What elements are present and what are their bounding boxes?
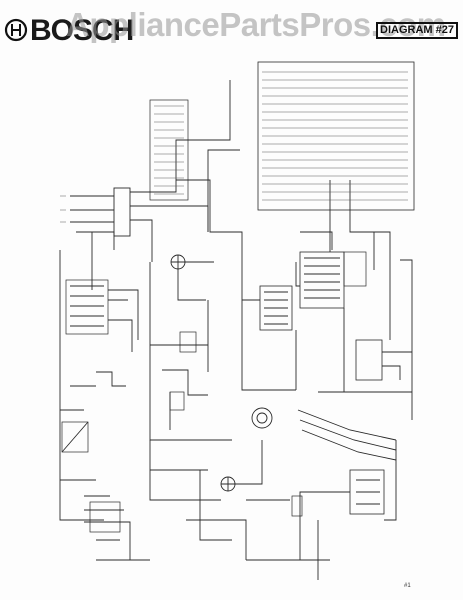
wire-color-table	[149, 99, 189, 201]
supply-wires	[70, 195, 114, 223]
right-module	[343, 251, 367, 287]
legend-box	[257, 61, 415, 211]
watermark-text: AppliancePartsPros.com	[66, 6, 446, 43]
page-number: #1	[404, 583, 411, 589]
timer-block	[169, 391, 185, 411]
lower-left-relay	[89, 501, 121, 533]
terminal-block	[113, 187, 131, 237]
main-module	[299, 251, 345, 309]
right-relay	[355, 339, 383, 381]
lower-harness	[297, 409, 397, 461]
switch-bank	[65, 279, 109, 335]
pressure-switch	[291, 495, 303, 517]
center-bus	[149, 262, 232, 441]
door-switch	[61, 421, 89, 453]
diagram-number-label: DIAGRAM #27	[376, 22, 458, 39]
heater-element	[251, 407, 273, 429]
bosch-logo-icon	[4, 18, 28, 42]
control-board	[259, 285, 293, 331]
center-relay	[179, 331, 197, 353]
brand-title: BOSCH	[30, 14, 134, 47]
